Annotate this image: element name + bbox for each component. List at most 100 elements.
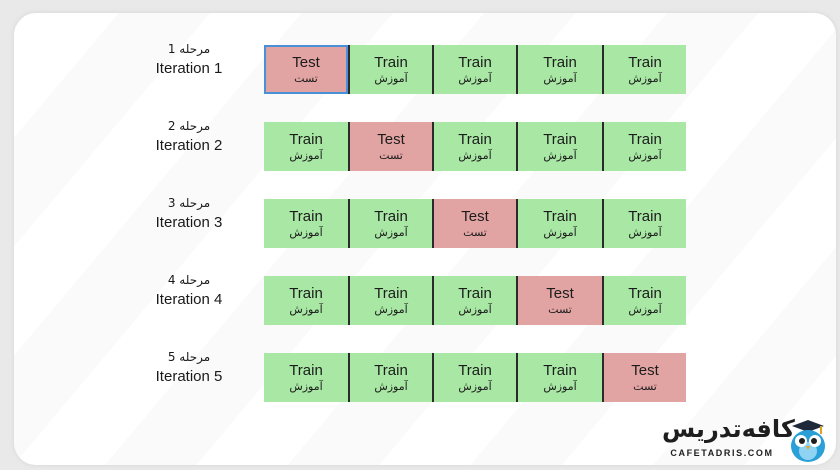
iteration-label-en: Iteration 1 (155, 60, 223, 77)
brand-logo: کافه‌تدریس CAFETADRIS.COM (662, 414, 834, 466)
iteration-label-fa: مرحله 3 (167, 196, 211, 210)
owl-mascot-icon (791, 420, 825, 462)
iteration-label: مرحله 1 Iteration 1 (142, 42, 236, 79)
train-label-fa: آموزش (374, 225, 408, 239)
train-label-en: Train (628, 207, 662, 225)
train-label-fa: آموزش (458, 379, 492, 393)
train-label-en: Train (628, 130, 662, 148)
train-label-fa: آموزش (289, 225, 323, 239)
iteration-label-en: Iteration 3 (155, 214, 223, 231)
train-label-en: Train (374, 361, 408, 379)
test-label-fa: تست (379, 148, 403, 162)
train-label-fa: آموزش (458, 71, 492, 85)
brand-name: کافه‌تدریس (662, 415, 795, 443)
train-label-fa: آموزش (289, 148, 323, 162)
test-label-fa: تست (633, 379, 657, 393)
train-label-fa: آموزش (628, 302, 662, 316)
train-label-fa: آموزش (543, 71, 577, 85)
train-label-fa: آموزش (543, 148, 577, 162)
train-label-fa: آموزش (289, 379, 323, 393)
train-label-en: Train (289, 361, 323, 379)
train-label-fa: آموزش (374, 71, 408, 85)
train-label-en: Train (628, 284, 662, 302)
test-label-fa: تست (463, 225, 487, 239)
iteration-label-en: Iteration 2 (155, 137, 223, 154)
train-label-fa: آموزش (628, 148, 662, 162)
iteration-label-en: Iteration 4 (155, 291, 223, 308)
test-label-en: Test (377, 130, 405, 148)
train-label-fa: آموزش (289, 302, 323, 316)
train-label-fa: آموزش (543, 225, 577, 239)
iteration-label-fa: مرحله 4 (167, 273, 211, 287)
train-label-en: Train (628, 53, 662, 71)
train-label-en: Train (374, 284, 408, 302)
train-label-en: Train (374, 53, 408, 71)
train-label-en: Train (458, 53, 492, 71)
train-label-fa: آموزش (628, 225, 662, 239)
iteration-label-fa: مرحله 5 (167, 350, 211, 364)
train-label-fa: آموزش (543, 379, 577, 393)
train-label-en: Train (458, 130, 492, 148)
train-label-en: Train (374, 207, 408, 225)
train-label-fa: آموزش (628, 71, 662, 85)
iteration-label-en: Iteration 5 (155, 368, 223, 385)
train-label-en: Train (458, 284, 492, 302)
train-label-fa: آموزش (458, 148, 492, 162)
iteration-label: مرحله 3 Iteration 3 (142, 196, 236, 233)
train-label-fa: آموزش (374, 302, 408, 316)
brand-url: CAFETADRIS.COM (670, 448, 774, 458)
train-label-fa: آموزش (458, 302, 492, 316)
train-label-en: Train (458, 361, 492, 379)
train-label-en: Train (289, 207, 323, 225)
train-label-en: Train (543, 53, 577, 71)
train-label-en: Train (543, 361, 577, 379)
iteration-label-fa: مرحله 1 (167, 42, 211, 56)
train-label-en: Train (289, 284, 323, 302)
test-label-en: Test (461, 207, 489, 225)
train-label-en: Train (289, 130, 323, 148)
iteration-label: مرحله 5 Iteration 5 (142, 350, 236, 387)
test-label-en: Test (631, 361, 659, 379)
iteration-label: مرحله 2 Iteration 2 (142, 119, 236, 156)
train-label-fa: آموزش (374, 379, 408, 393)
train-label-en: Train (543, 130, 577, 148)
iteration-label: مرحله 4 Iteration 4 (142, 273, 236, 310)
iteration-label-fa: مرحله 2 (167, 119, 211, 133)
train-label-en: Train (543, 207, 577, 225)
test-label-fa: تست (548, 302, 572, 316)
test-label-en: Test (292, 53, 320, 71)
test-label-fa: تست (294, 71, 318, 85)
test-label-en: Test (546, 284, 574, 302)
